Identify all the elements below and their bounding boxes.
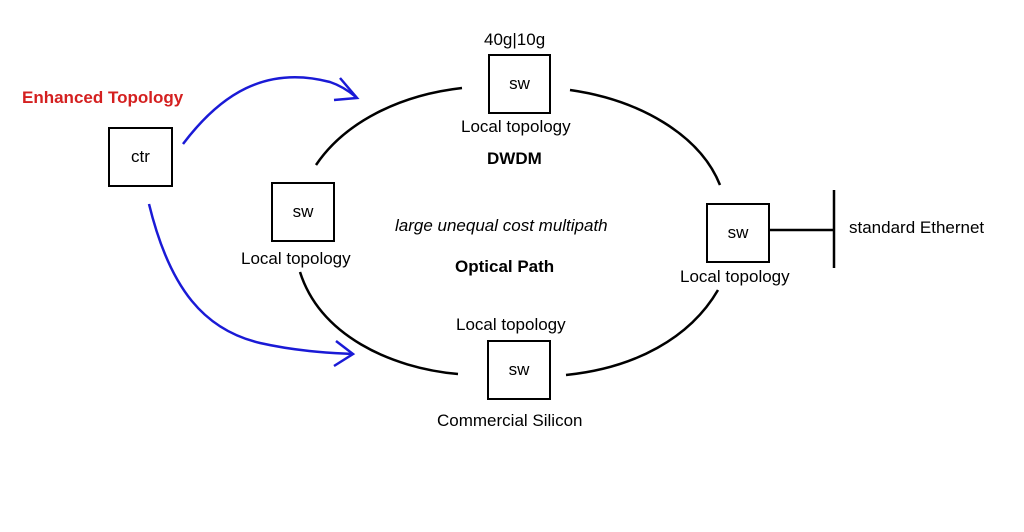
ethernet-label: standard Ethernet [849, 218, 985, 237]
control-arrow-bottom [147, 203, 353, 356]
top-switch-caption: Local topology [461, 117, 571, 136]
multipath-label: large unequal cost multipath [395, 216, 608, 235]
control-arrow-top-head [333, 77, 360, 102]
ring-arc-bottom-left [298, 271, 459, 376]
bottom-switch-caption: Commercial Silicon [437, 411, 583, 430]
ring-arc-right-bottom [565, 289, 720, 377]
right-switch-caption: Local topology [680, 267, 790, 286]
control-arrow-bottom-head [333, 340, 356, 368]
control-arrow-top [182, 76, 357, 145]
dwdm-label: DWDM [487, 149, 542, 168]
left-switch-box: sw [271, 182, 335, 242]
right-switch-box: sw [706, 203, 770, 263]
bottom-switch-top-caption: Local topology [456, 315, 566, 334]
top-switch-box: sw [488, 54, 551, 114]
optical-path-label: Optical Path [455, 257, 555, 276]
ring-arc-left-top [314, 86, 463, 166]
diagram-title: Enhanced Topology [22, 88, 184, 107]
top-switch-speed-label: 40g|10g [484, 30, 546, 49]
controller-box: ctr [108, 127, 173, 187]
left-switch-caption: Local topology [241, 249, 351, 268]
bottom-switch-box: sw [487, 340, 551, 400]
ring-arc-top-right [569, 88, 722, 186]
